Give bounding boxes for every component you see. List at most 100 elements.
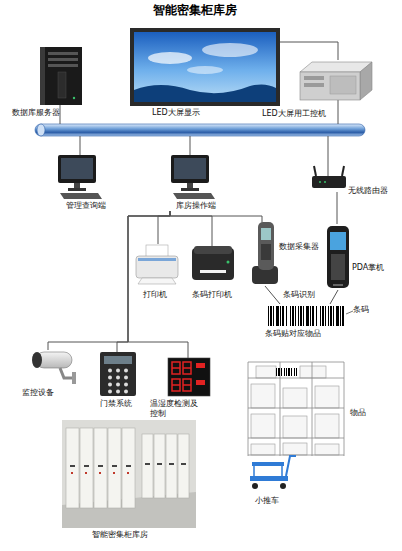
pda-icon xyxy=(330,232,346,250)
shelving-photo xyxy=(71,472,129,474)
goods-shelf xyxy=(276,368,298,376)
bus-wire xyxy=(80,136,81,155)
annotation-label: 条码识别 xyxy=(283,290,323,300)
bus-wire xyxy=(190,136,191,155)
data-collector-icon xyxy=(261,244,271,260)
camera-icon xyxy=(60,368,74,378)
bus-wire xyxy=(338,100,339,124)
connector xyxy=(128,211,188,358)
device-label: 温湿度检测及控制 xyxy=(150,399,202,419)
connector xyxy=(280,42,338,60)
server-icon xyxy=(73,97,75,99)
device-label: 条码贴对应物品 xyxy=(265,329,345,339)
device-label: 管理查询端 xyxy=(66,201,116,211)
connector xyxy=(48,211,170,350)
goods-shelf xyxy=(312,362,313,456)
barcode-printer-icon xyxy=(200,270,226,273)
shelving-photo xyxy=(98,465,103,467)
access-control-icon xyxy=(106,367,130,395)
device-node: 门禁系统 xyxy=(98,352,142,410)
connector xyxy=(117,211,170,352)
computer-icon xyxy=(181,188,199,191)
barcode-graphic xyxy=(268,306,346,326)
barcode-printer-icon xyxy=(227,261,230,264)
device-label: LED大屏显示 xyxy=(152,108,212,118)
temperature-display xyxy=(183,362,191,374)
cart-icon xyxy=(286,456,296,476)
camera-icon xyxy=(32,352,42,368)
temperature-display xyxy=(172,362,191,391)
computer-icon xyxy=(174,158,206,179)
connector xyxy=(158,211,170,244)
pda-icon xyxy=(327,226,349,288)
data-collector-icon xyxy=(252,222,278,284)
temperature-display xyxy=(168,358,210,396)
access-control-icon xyxy=(100,352,136,396)
device-node: 条码打印机 xyxy=(190,246,240,302)
router-icon xyxy=(314,166,316,176)
led-screen xyxy=(130,28,280,106)
goods-shelf xyxy=(256,366,276,378)
camera-icon xyxy=(72,372,76,384)
shelving-photo xyxy=(113,472,115,474)
device-node: 小推车 xyxy=(246,456,302,504)
computer-icon xyxy=(61,158,93,179)
goods-shelf xyxy=(315,386,339,408)
temperature-display xyxy=(196,380,205,385)
camera-icon xyxy=(32,352,76,384)
connector xyxy=(265,286,280,304)
temperature-display xyxy=(183,384,191,386)
access-control-icon xyxy=(104,356,132,364)
device-node: 管理查询端 xyxy=(55,155,110,211)
server-icon xyxy=(48,52,78,55)
goods-shelf xyxy=(248,362,344,456)
computer-icon xyxy=(173,193,215,199)
device-label: 物品 xyxy=(350,408,375,418)
shelving-photo xyxy=(62,420,196,528)
barcode-printer-icon xyxy=(192,246,234,280)
router-icon xyxy=(324,181,326,183)
temperature-display xyxy=(183,379,191,391)
bus-wire xyxy=(328,136,329,176)
barcode-graphic xyxy=(346,311,353,314)
goods-shelf xyxy=(283,416,307,438)
computer-icon xyxy=(60,193,102,199)
device-node: 库房操作端 xyxy=(165,155,225,211)
connector xyxy=(170,211,262,222)
goods-shelf xyxy=(283,443,307,455)
goods-shelf xyxy=(248,378,344,379)
barcode-printer-icon xyxy=(194,246,232,254)
barcode-graphic xyxy=(268,311,353,316)
shelving-photo xyxy=(122,428,135,508)
temperature-display xyxy=(183,367,191,369)
industrial-pc xyxy=(360,62,372,100)
device-node: PDA掌机 xyxy=(322,224,390,290)
shelving-photo xyxy=(94,428,107,508)
router-icon xyxy=(312,166,346,188)
shelving-photo xyxy=(178,434,189,498)
industrial-pc xyxy=(300,72,360,100)
industrial-pc xyxy=(300,62,372,100)
shelving-photo xyxy=(99,472,101,474)
shelving-photo xyxy=(70,463,186,467)
led-screen xyxy=(134,84,276,102)
data-collector-icon xyxy=(261,228,271,240)
cart-icon xyxy=(281,466,283,476)
connector xyxy=(170,211,212,246)
shelving-photo xyxy=(84,465,89,467)
cart-icon xyxy=(252,462,284,466)
industrial-pc xyxy=(304,83,324,87)
computer-icon xyxy=(58,155,102,199)
router-icon xyxy=(312,176,346,188)
printer-icon xyxy=(138,278,176,284)
temperature-display xyxy=(172,362,180,374)
network-bus xyxy=(35,124,365,136)
shelving-photo xyxy=(166,434,177,498)
device-node: 数据库服务器 xyxy=(10,45,84,119)
router-icon xyxy=(342,166,344,176)
diagram-title: 智能密集柜库房 xyxy=(100,3,290,18)
device-node: 打印机 xyxy=(133,244,183,302)
